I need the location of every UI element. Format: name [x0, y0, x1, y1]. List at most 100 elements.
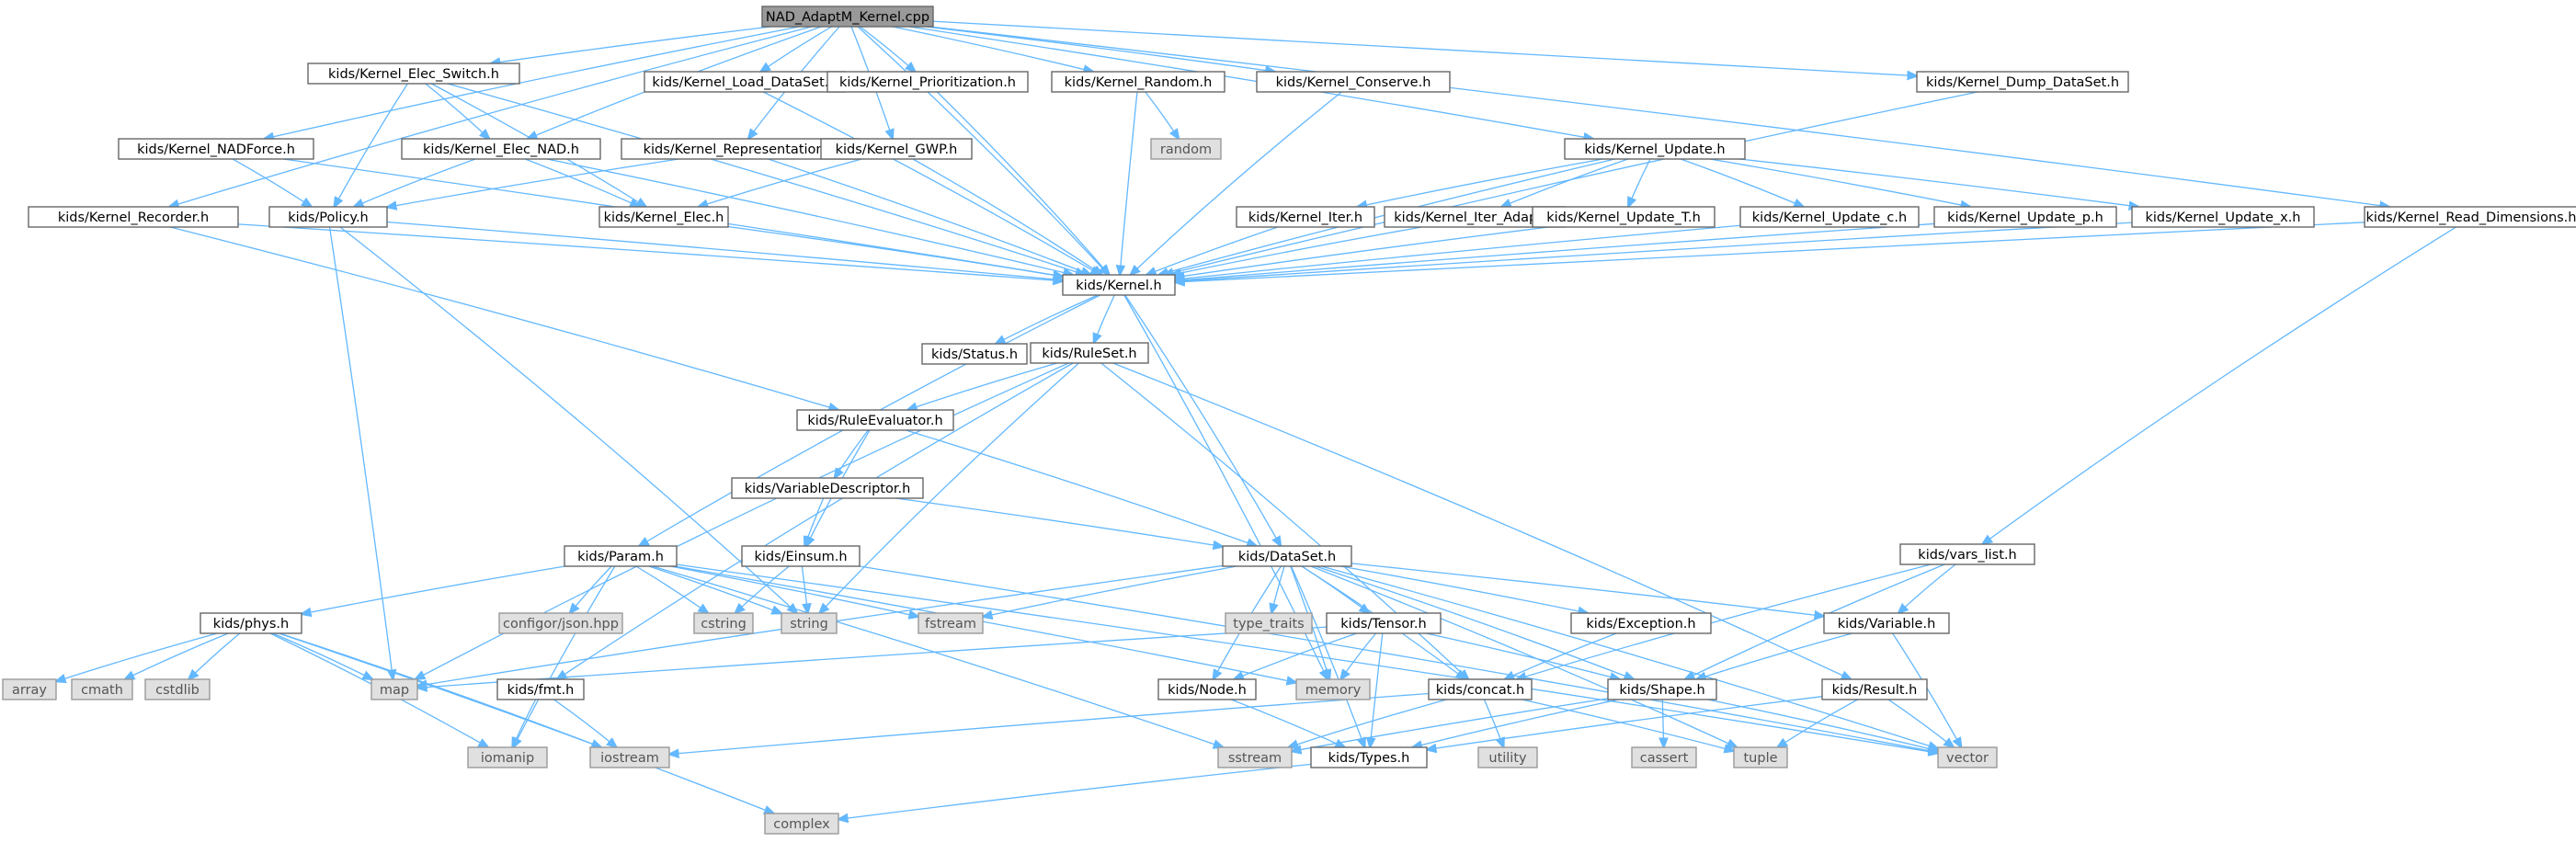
edge-elec_nad-to-policy: [354, 158, 476, 207]
edge-einsum-to-vector: [859, 565, 1938, 752]
node-box: [731, 477, 924, 499]
edge-root-to-prio: [860, 26, 915, 72]
node-box: [1631, 746, 1697, 768]
node-dataset[interactable]: kids/DataSet.h: [1222, 545, 1352, 567]
node-box: [796, 409, 954, 431]
edge-variable-to-vector: [1892, 632, 1962, 747]
edge-nadforce-to-policy: [232, 158, 312, 207]
edge-root-to-elec_switch: [491, 26, 771, 63]
edge-fmt-to-iomanip: [512, 699, 537, 747]
node-recorder[interactable]: kids/Kernel_Recorder.h: [28, 206, 239, 228]
node-shape[interactable]: kids/Shape.h: [1607, 678, 1717, 700]
node-box: [144, 678, 211, 700]
node-label: utility: [1488, 751, 1527, 766]
node-vardesc[interactable]: kids/VariableDescriptor.h: [731, 477, 924, 499]
node-concat[interactable]: kids/concat.h: [1428, 678, 1533, 700]
edge-tensor-to-types: [1370, 632, 1384, 747]
node-label: kids/Variable.h: [1838, 617, 1936, 632]
node-box: [401, 138, 601, 160]
node-label: kids/Kernel_Elec_NAD.h: [423, 142, 579, 157]
node-box: [1937, 746, 1998, 768]
node-prio[interactable]: kids/Kernel_Prioritization.h: [826, 71, 1029, 93]
node-variable[interactable]: kids/Variable.h: [1823, 612, 1950, 634]
node-elec-switch[interactable]: kids/Kernel_Elec_Switch.h: [307, 63, 520, 85]
node-label: kids/Kernel_Dump_DataSet.h: [1926, 75, 2119, 90]
node-box: [2, 678, 57, 700]
node-result[interactable]: kids/Result.h: [1821, 678, 1928, 700]
node-fmt[interactable]: kids/fmt.h: [496, 678, 585, 700]
edge-vars_list-to-variable: [1898, 563, 1956, 613]
edge-random_h-to-random: [1145, 91, 1179, 139]
edge-elec_switch-to-policy: [335, 83, 408, 207]
node-label: kids/Tensor.h: [1340, 617, 1426, 632]
node-param[interactable]: kids/Param.h: [564, 545, 678, 567]
node-label: kids/Einsum.h: [754, 550, 847, 564]
edge-param-to-sstream: [652, 565, 1224, 747]
node-types[interactable]: kids/Types.h: [1310, 746, 1428, 768]
edge-update-to-kernel: [1158, 158, 1615, 275]
node-phys[interactable]: kids/phys.h: [199, 612, 302, 634]
node-elec-nad[interactable]: kids/Kernel_Elec_NAD.h: [401, 138, 601, 160]
edge-phys-to-cmath: [125, 632, 229, 679]
node-policy[interactable]: kids/Policy.h: [268, 206, 388, 228]
node-status[interactable]: kids/Status.h: [921, 343, 1028, 365]
node-tensor[interactable]: kids/Tensor.h: [1326, 612, 1442, 634]
edge-update_p-to-kernel: [1175, 222, 1935, 280]
node-dump-ds[interactable]: kids/Kernel_Dump_DataSet.h: [1916, 71, 2129, 93]
edge-phys-to-complex: [279, 632, 774, 814]
edge-elec_nad-to-kernel: [546, 158, 1073, 275]
node-box: [1823, 612, 1950, 634]
node-update[interactable]: kids/Kernel_Update.h: [1564, 138, 1746, 160]
node-vector: vector: [1937, 746, 1998, 768]
node-box: [1899, 543, 2035, 565]
edge-param-to-phys: [302, 565, 565, 614]
node-kernel[interactable]: kids/Kernel.h: [1062, 274, 1176, 296]
node-iter[interactable]: kids/Kernel_Iter.h: [1236, 206, 1375, 228]
edge-elec_switch-to-kernel: [447, 83, 1086, 275]
node-nadforce[interactable]: kids/Kernel_NADForce.h: [118, 138, 314, 160]
node-label: kids/Kernel_Update_x.h: [2145, 210, 2300, 225]
node-ruleeval[interactable]: kids/RuleEvaluator.h: [796, 409, 954, 431]
edge-vars_list-to-shape: [1685, 563, 1945, 679]
node-gwp[interactable]: kids/Kernel_GWP.h: [820, 138, 973, 160]
node-random-h[interactable]: kids/Kernel_Random.h: [1051, 71, 1225, 93]
node-label: kids/Kernel_Random.h: [1065, 75, 1213, 90]
node-einsum[interactable]: kids/Einsum.h: [741, 545, 861, 567]
edge-prio-to-kernel: [936, 91, 1109, 275]
edge-update_x-to-kernel: [1175, 222, 2133, 281]
node-update-t[interactable]: kids/Kernel_Update_T.h: [1532, 206, 1715, 228]
node-utility: utility: [1477, 746, 1538, 768]
node-label: tuple: [1743, 751, 1777, 766]
node-root[interactable]: NAD_AdaptM_Kernel.cpp: [761, 6, 934, 28]
node-load-ds[interactable]: kids/Kernel_Load_DataSet.h: [644, 71, 846, 93]
node-label: kids/Kernel_Update_c.h: [1752, 210, 1907, 225]
node-box: [1564, 138, 1746, 160]
node-update-x[interactable]: kids/Kernel_Update_x.h: [2131, 206, 2315, 228]
node-label: kids/Types.h: [1328, 751, 1410, 766]
node-update-p[interactable]: kids/Kernel_Update_p.h: [1933, 206, 2117, 228]
node-node[interactable]: kids/Node.h: [1157, 678, 1257, 700]
node-box: [1733, 746, 1788, 768]
node-elec[interactable]: kids/Kernel_Elec.h: [598, 206, 729, 228]
edge-concat-to-iostream: [669, 692, 1430, 754]
node-label: vector: [1946, 751, 1989, 766]
node-vars-list[interactable]: kids/vars_list.h: [1899, 543, 2035, 565]
node-box: [564, 545, 678, 567]
edge-kernel-to-ruleset: [1094, 294, 1115, 343]
node-iter-adapt[interactable]: kids/Kernel_Iter_Adapt.h: [1384, 206, 1566, 228]
node-update-c[interactable]: kids/Kernel_Update_c.h: [1739, 206, 1920, 228]
node-conserve[interactable]: kids/Kernel_Conserve.h: [1256, 71, 1451, 93]
edge-load_ds-to-kernel: [762, 91, 1100, 275]
node-read-dim[interactable]: kids/Kernel_Read_Dimensions.h: [2364, 206, 2576, 228]
node-iomanip: iomanip: [467, 746, 548, 768]
node-repr[interactable]: kids/Kernel_Representation.h: [621, 138, 860, 160]
node-exception[interactable]: kids/Exception.h: [1570, 612, 1712, 634]
node-label: kids/RuleEvaluator.h: [807, 414, 942, 428]
node-box: [1225, 612, 1313, 634]
node-label: iomanip: [481, 751, 534, 766]
node-label: kids/Policy.h: [288, 210, 369, 225]
edge-ruleeval-to-dataset: [906, 429, 1256, 546]
edge-phys-to-array: [56, 632, 218, 681]
edge-policy-to-map: [328, 226, 393, 679]
node-ruleset[interactable]: kids/RuleSet.h: [1030, 342, 1149, 364]
